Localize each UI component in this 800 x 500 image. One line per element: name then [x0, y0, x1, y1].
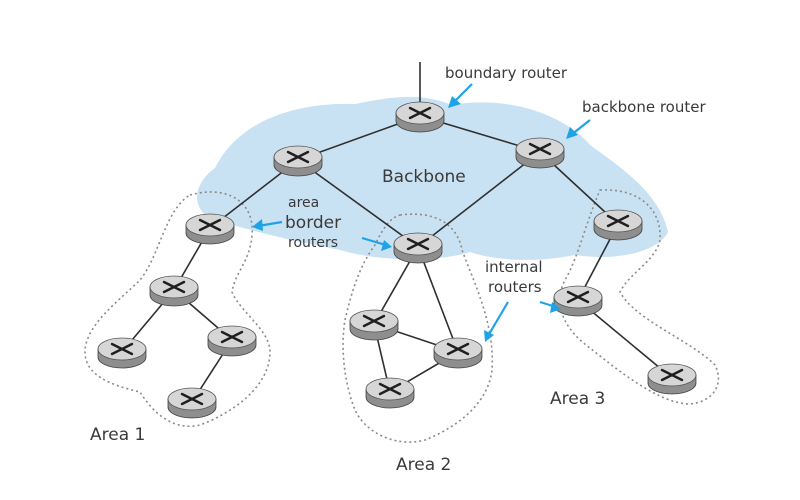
pointer-head — [381, 240, 392, 251]
router-a3-bottom — [647, 363, 697, 395]
router-abr-area3 — [593, 209, 643, 241]
router-a2-left — [349, 309, 399, 341]
area2-outline — [342, 213, 494, 443]
label-area2: Area 2 — [396, 455, 451, 475]
router-cross-icon — [180, 392, 204, 406]
router-bb-left — [273, 145, 323, 177]
pointer-internal-area2 — [487, 301, 509, 337]
pointer-head — [484, 330, 494, 342]
label-internal-line1: internal — [485, 258, 543, 276]
area3-outline — [559, 189, 720, 405]
router-cross-icon — [406, 237, 430, 251]
label-area-border-line3: routers — [288, 235, 338, 251]
router-abr-area2 — [393, 232, 443, 264]
label-backbone-router: backbone router — [582, 98, 706, 116]
router-bb-right — [515, 137, 565, 169]
router-a1-left — [97, 337, 147, 369]
router-cross-icon — [110, 342, 134, 356]
router-cross-icon — [162, 280, 186, 294]
router-cross-icon — [362, 314, 386, 328]
link-bb-left-abr-area2 — [297, 159, 419, 248]
pointer-head — [550, 302, 561, 313]
link-abr-area2-a2-right — [417, 246, 459, 353]
router-cross-icon — [660, 368, 684, 382]
router-a1-mid — [149, 275, 199, 307]
backbone-region — [197, 96, 669, 260]
pointer-arrows — [252, 83, 591, 342]
pointer-head — [448, 96, 461, 108]
router-a1-bottom — [167, 387, 217, 419]
label-boundary-router: boundary router — [445, 64, 568, 82]
pointer-head — [252, 219, 263, 231]
router-cross-icon — [198, 218, 222, 232]
router-cross-icon — [606, 214, 630, 228]
label-area1: Area 1 — [90, 425, 145, 445]
router-abr-area1 — [185, 213, 235, 245]
router-cross-icon — [566, 290, 590, 304]
router-cross-icon — [408, 106, 432, 120]
router-cross-icon — [378, 382, 402, 396]
label-area3: Area 3 — [550, 389, 605, 409]
pointer-head — [566, 127, 578, 139]
router-boundary — [395, 101, 445, 133]
router-cross-icon — [528, 142, 552, 156]
router-cross-icon — [220, 330, 244, 344]
routers-layer — [97, 101, 697, 419]
router-cross-icon — [286, 150, 310, 164]
router-a2-right — [433, 337, 483, 369]
label-area-border-line2: border — [285, 213, 341, 233]
router-a1-right — [207, 325, 257, 357]
router-cross-icon — [446, 342, 470, 356]
label-backbone: Backbone — [382, 167, 466, 187]
label-area-border-line1: area — [288, 195, 319, 211]
pointer-abr-area2 — [361, 236, 387, 247]
label-internal-line2: routers — [488, 278, 542, 296]
link-bb-right-abr-area2 — [417, 151, 541, 248]
router-a3-mid — [553, 285, 603, 317]
router-a2-bottom — [365, 377, 415, 409]
